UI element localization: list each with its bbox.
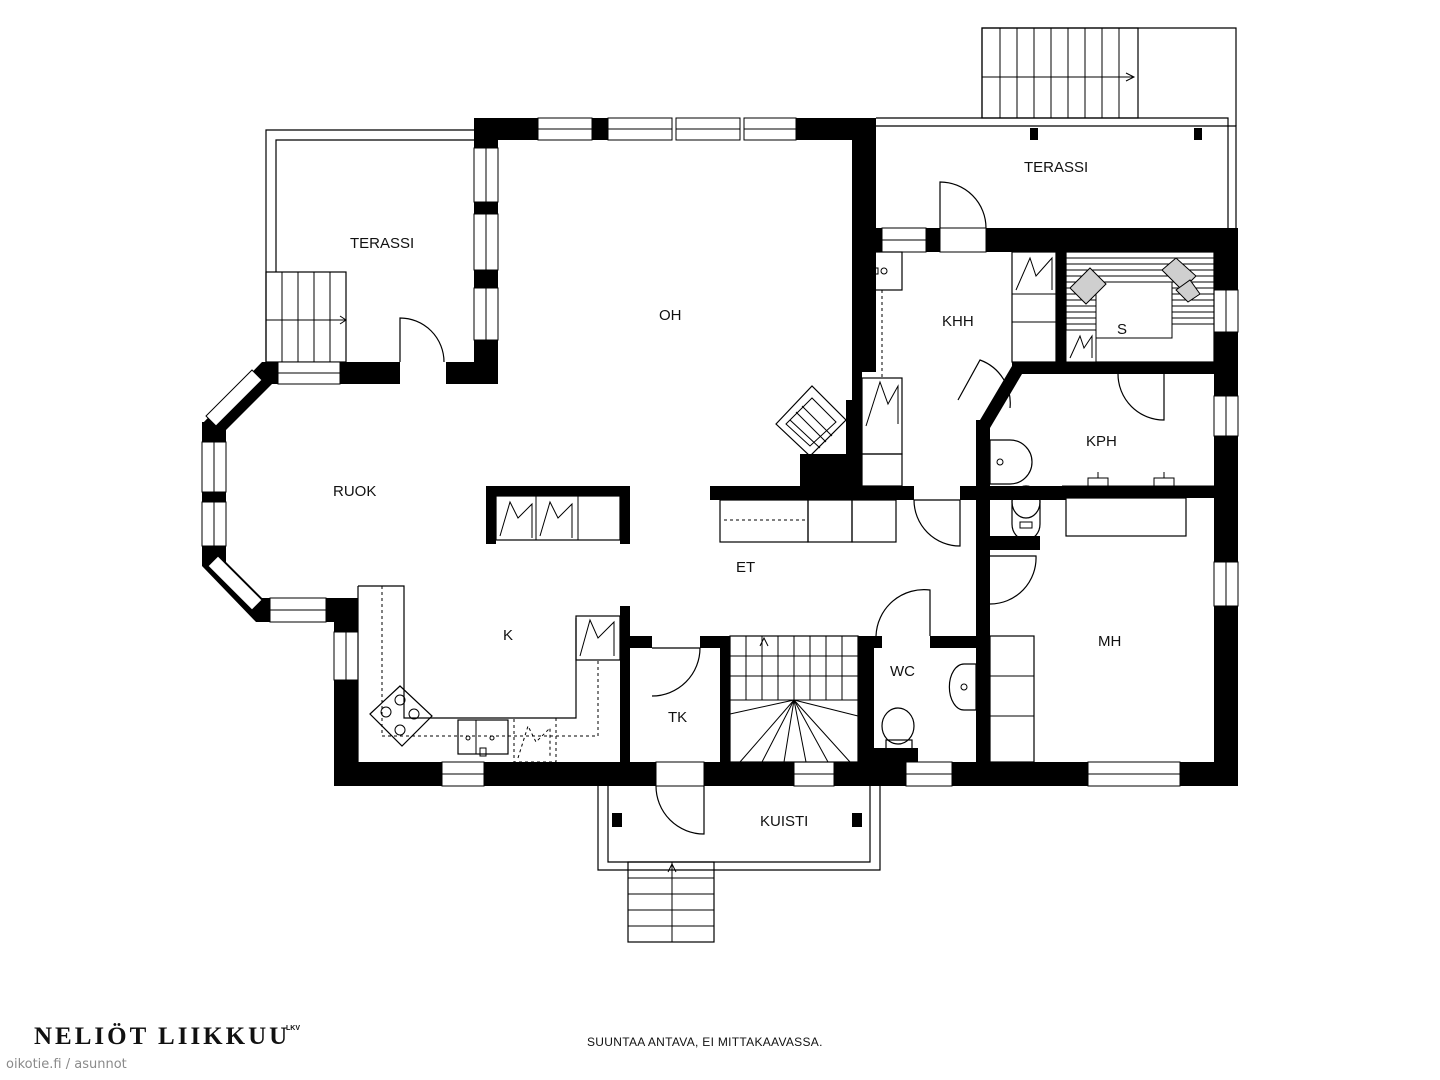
label-wc: WC xyxy=(890,663,915,680)
doors xyxy=(399,181,1165,835)
watermark: oikotie.fi / asunnot xyxy=(6,1057,127,1072)
label-ruok: RUOK xyxy=(333,483,376,500)
branding: NELIÖT LIIKKUU LKV SUUNTAA ANTAVA, EI MI… xyxy=(6,1023,823,1072)
disclaimer-caption: SUUNTAA ANTAVA, EI MITTAKAAVASSA. xyxy=(587,1035,823,1049)
label-oh: OH xyxy=(659,307,682,324)
logo-superscript: LKV xyxy=(286,1025,300,1032)
label-s: S xyxy=(1117,321,1127,338)
label-tk: TK xyxy=(668,709,687,726)
label-khh: KHH xyxy=(942,313,974,330)
label-kuisti: KUISTI xyxy=(760,813,808,830)
room-labels: TERASSI TERASSI OH KHH S KPH RUOK ET K W… xyxy=(333,159,1127,830)
terrace-outlines xyxy=(265,27,1237,943)
label-terassi-left: TERASSI xyxy=(350,235,414,252)
windows xyxy=(201,117,1239,787)
label-terassi-right: TERASSI xyxy=(1024,159,1088,176)
label-et: ET xyxy=(736,559,755,576)
logo-text: NELIÖT LIIKKUU xyxy=(34,1023,290,1050)
label-kph: KPH xyxy=(1086,433,1117,450)
label-k: K xyxy=(503,627,513,644)
walls xyxy=(202,118,1238,786)
label-mh: MH xyxy=(1098,633,1121,650)
fixtures xyxy=(357,251,1215,763)
